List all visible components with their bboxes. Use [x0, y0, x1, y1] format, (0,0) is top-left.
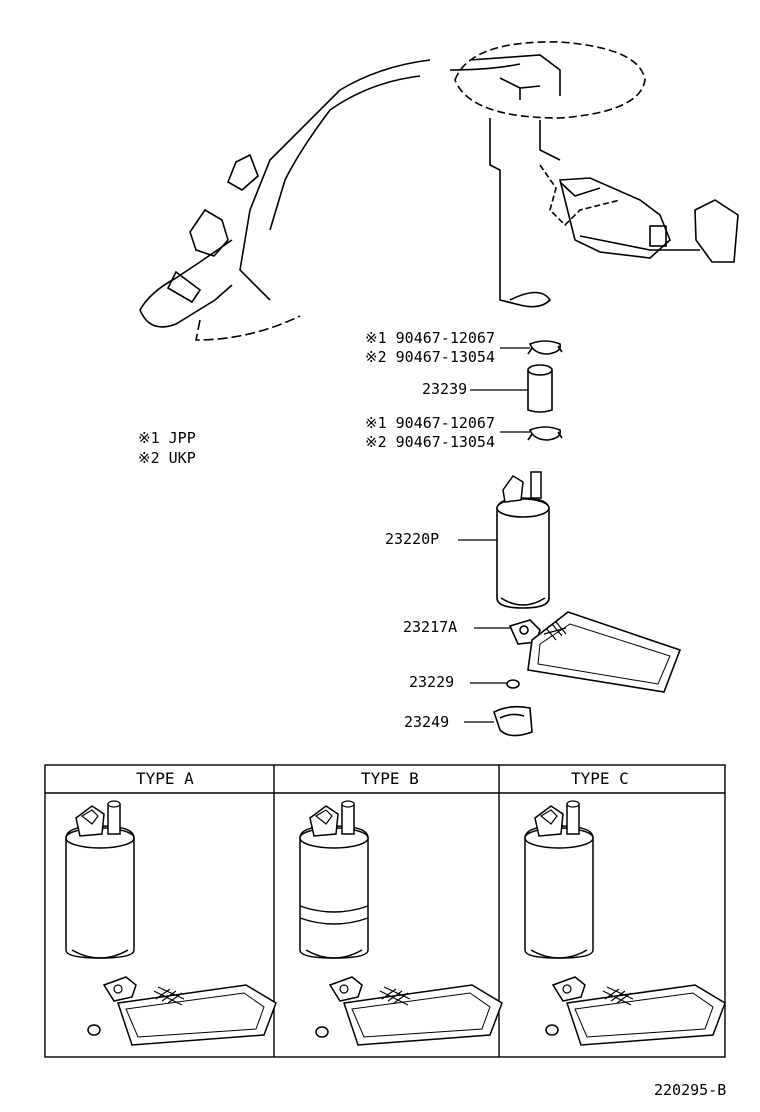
fuel-pump [496, 471, 550, 609]
washer [506, 679, 520, 689]
cushion [493, 705, 533, 737]
callout-filter: 23217A [403, 618, 458, 636]
callout-clamp-top-2: ※2 90467-13054 [365, 348, 495, 366]
fuel-suction-filter [508, 611, 682, 693]
hose-clamp-bottom [527, 426, 563, 441]
diagram-code: 220295-B [654, 1081, 727, 1099]
callout-clamp-top-1: ※1 90467-12067 [365, 329, 495, 347]
legend-ukp: ※2 UKP [138, 449, 196, 467]
type-b-header: TYPE B [361, 769, 419, 788]
callout-clamp-bottom-1: ※1 90467-12067 [365, 414, 495, 432]
type-c-illustration [524, 800, 726, 1046]
callout-clamp-bottom-2: ※2 90467-13054 [365, 433, 495, 451]
type-a-illustration [65, 800, 277, 1046]
callout-hose: 23239 [422, 380, 468, 398]
legend-jpp: ※1 JPP [138, 429, 196, 447]
leader-lines [458, 347, 530, 723]
fuel-hose [527, 364, 553, 413]
callout-cushion: 23249 [404, 713, 450, 731]
type-b-illustration [299, 800, 503, 1046]
fuel-sender-assembly [139, 41, 739, 341]
type-a-header: TYPE A [136, 769, 194, 788]
type-c-header: TYPE C [571, 769, 629, 788]
callout-washer: 23229 [409, 673, 455, 691]
hose-clamp-top [527, 340, 563, 355]
callout-pump: 23220P [385, 530, 440, 548]
